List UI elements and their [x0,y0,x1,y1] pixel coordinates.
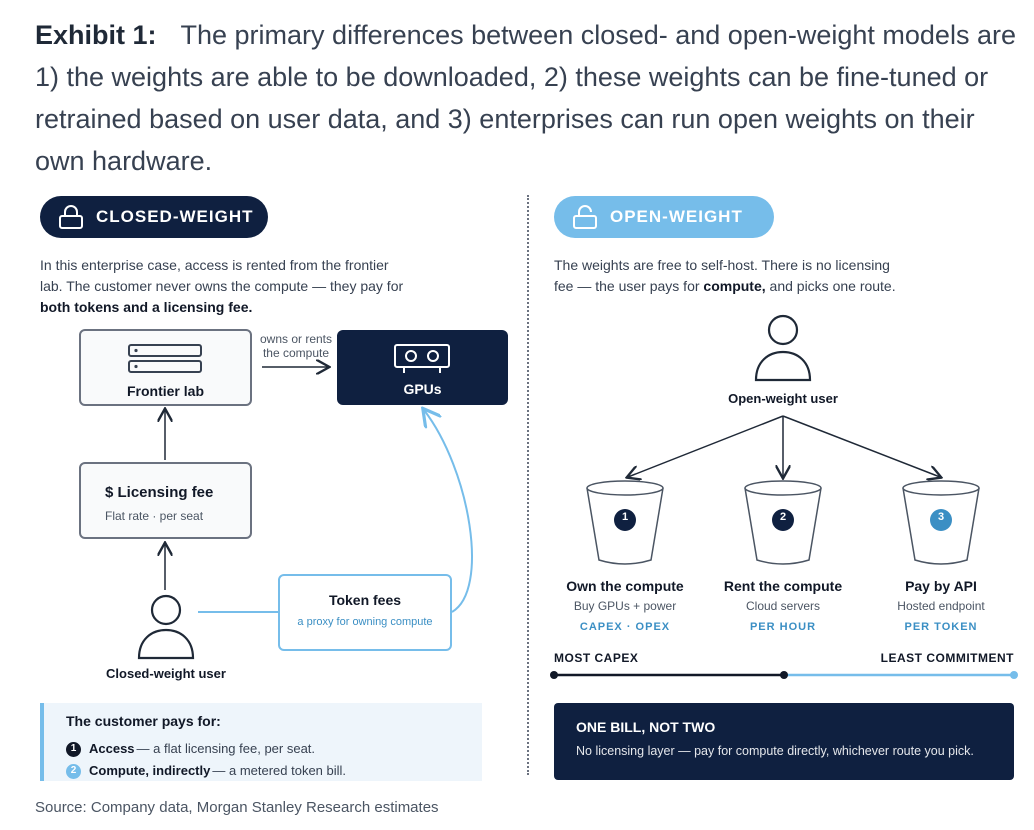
frontier-lab-label: Frontier lab [126,383,204,399]
arrow-to-api [782,415,940,477]
closed-weight-label: CLOSED-WEIGHT [96,207,254,226]
source-note: Source: Company data, Morgan Stanley Res… [35,799,439,816]
pays-item-rest: — a metered token bill. [212,763,347,778]
customer-pays-head: The customer pays for: [66,713,221,729]
token-fees-title: Token fees [328,592,402,608]
pays-item-rest: — a flat licensing fee, per seat. [136,741,316,756]
closed-weight-pill: CLOSED-WEIGHT [40,196,268,238]
route-tag: PER HOUR [749,621,817,633]
exhibit-caption-text: The primary differences between closed- … [35,20,1016,176]
open-weight-label: OPEN-WEIGHT [610,207,743,226]
exhibit-caption: Exhibit 1:The primary differences betwee… [35,14,1025,182]
exhibit-label: Exhibit 1: [35,20,157,50]
open-desc-pre: fee — the user pays for [554,278,704,294]
pays-item-number: 1 [66,741,81,757]
token-fees-sub: a proxy for owning compute [297,616,433,628]
route-rent: Rent the compute Cloud servers PER HOUR [713,578,853,633]
one-bill-box: ONE BILL, NOT TWO No licensing layer — p… [554,703,1014,780]
open-desc-line1: The weights are free to self-host. There… [554,257,890,273]
licensing-fee-title: $ Licensing fee [105,484,214,501]
closed-desc-line1: In this enterprise case, access is rente… [40,257,389,273]
route-sub: Hosted endpoint [897,599,985,613]
route-tag: CAPEX · OPEX [579,621,671,633]
open-description: The weights are free to self-host. There… [554,255,896,297]
route-title: Rent the compute [723,578,843,594]
gpus-label: GPUs [403,381,442,397]
gpus-box: GPUs [337,330,508,405]
open-desc-bold: compute, [703,278,766,294]
pays-item-number: 2 [66,763,81,779]
route-number: 1 [621,511,629,523]
lock-icon [59,205,83,229]
open-desc-post: and picks one route. [765,278,896,294]
arrow-note-line2: the compute [262,346,330,360]
route-tag: PER TOKEN [904,621,978,633]
center-divider [527,195,529,775]
closed-user-icon [137,594,195,660]
open-weight-pill: OPEN-WEIGHT [554,196,774,238]
scale-left-label: MOST CAPEX [554,651,639,665]
route-sub: Cloud servers [745,599,821,613]
arrow-note-line1: owns or rents [259,332,333,346]
owns-or-rents-note: owns or rents the compute [253,332,339,360]
pays-item-bold: Compute, indirectly [89,763,211,778]
closed-desc-line2: lab. The customer never owns the compute… [40,278,404,294]
licensing-fee-box: $ Licensing fee Flat rate · per seat [79,462,252,539]
route-title: Pay by API [905,578,977,594]
scale-right-label: LEAST COMMITMENT [880,651,1014,665]
route-number: 3 [937,511,945,523]
arrow-token-to-gpus [424,410,473,613]
one-bill-head: ONE BILL, NOT TWO [576,719,716,735]
frontier-lab-box: Frontier lab [79,329,252,406]
pays-item-compute: 2 Compute, indirectly — a metered token … [66,760,482,782]
unlock-icon [573,205,597,229]
route-number: 2 [779,511,787,523]
route-api: Pay by API Hosted endpoint PER TOKEN [871,578,1011,633]
route-title: Own the compute [566,578,684,594]
arrow-to-own [628,415,784,477]
closed-user-label: Closed-weight user [106,666,226,681]
bucket-api [902,480,980,565]
pays-item-bold: Access [89,741,135,756]
route-sub: Buy GPUs + power [573,599,677,613]
closed-desc-bold: both tokens and a licensing fee. [40,299,253,315]
licensing-fee-sub: Flat rate · per seat [105,509,204,523]
customer-pays-box: The customer pays for: 1 Access — a flat… [40,703,482,781]
one-bill-body: No licensing layer — pay for compute dir… [576,744,974,758]
route-own: Own the compute Buy GPUs + power CAPEX ·… [555,578,695,633]
pays-item-access: 1 Access — a flat licensing fee, per sea… [66,738,482,760]
open-user-label: Open-weight user [728,391,838,406]
token-fees-box: Token fees a proxy for owning compute [278,574,452,651]
closed-description: In this enterprise case, access is rente… [40,255,403,318]
bucket-rent [744,480,822,565]
server-icon [128,344,202,373]
closed-connectors [0,0,473,613]
open-diagram [550,415,1018,679]
open-user-icon [754,314,812,382]
gpu-icon [394,344,450,373]
bucket-own [586,480,664,565]
